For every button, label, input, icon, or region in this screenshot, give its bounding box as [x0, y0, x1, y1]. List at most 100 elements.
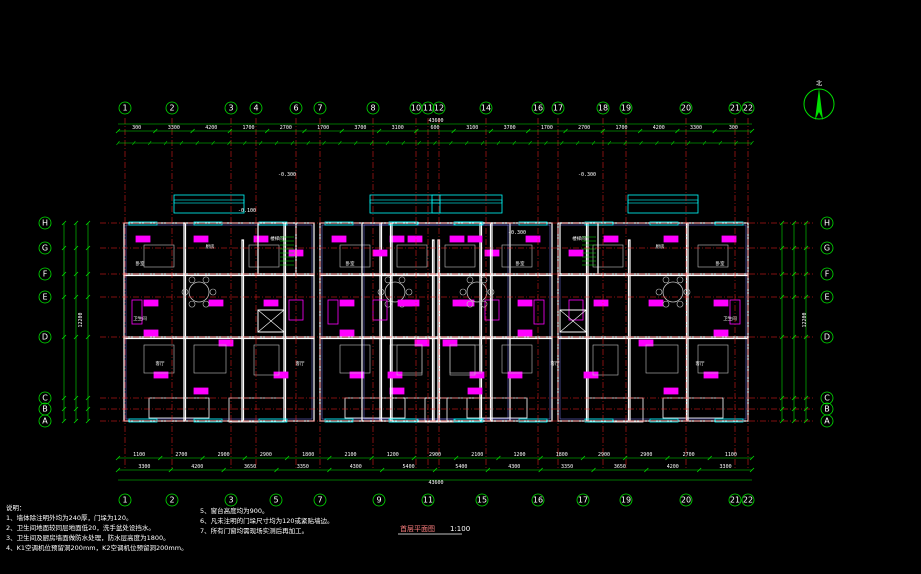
axis-label-right: E [824, 293, 829, 302]
dim-tick [637, 128, 643, 134]
dim-tick [227, 140, 231, 146]
dim-tick [327, 455, 332, 461]
axis-bubble [820, 241, 834, 255]
axis-label-bottom: 3 [228, 496, 233, 505]
note-right-3: 7、所有门窗均需现场实测后再加工。 [200, 526, 308, 535]
axis-bubble [679, 493, 693, 507]
axis-label-bottom: 2 [169, 496, 174, 505]
balcony-top [173, 194, 245, 214]
dim-value: 3300 [690, 125, 702, 131]
dim-tick [525, 128, 531, 134]
dim-value: 4200 [653, 125, 665, 131]
dining-chair [480, 276, 488, 284]
dim-tick [85, 395, 91, 401]
plan-scale: 1:100 [450, 525, 470, 533]
dim-value: 1100 [725, 452, 737, 458]
room-label-kitchen: 厨房 [656, 243, 665, 250]
axis-label-top: 20 [681, 104, 691, 113]
dim-value: 2700 [280, 125, 292, 131]
axis-bubble [679, 101, 693, 115]
furniture [339, 344, 371, 374]
dim-value: 3650 [614, 464, 626, 470]
dim-tick [200, 455, 205, 461]
dim-tick [306, 140, 310, 146]
dim-value: 2900 [260, 452, 272, 458]
dim-value: 2100 [344, 452, 356, 458]
dim-tick [115, 128, 121, 134]
axis-bubble [820, 290, 834, 304]
axis-label-top: 2 [169, 104, 174, 113]
furniture [193, 344, 227, 374]
dim-tick [322, 140, 326, 146]
partition-wall [489, 222, 493, 422]
dim-tick [791, 220, 797, 226]
dim-tick [451, 128, 456, 134]
axis-label-left: E [42, 293, 47, 302]
dining-chair [676, 300, 684, 308]
door [713, 299, 729, 307]
axis-label-left: G [42, 244, 48, 253]
dim-value: 3300 [720, 464, 732, 470]
dining-chair [188, 300, 196, 308]
door [263, 299, 279, 307]
dim-tick [779, 334, 785, 340]
axis-bubble [313, 493, 327, 507]
axis-label-right: F [825, 270, 830, 279]
dim-tick [85, 406, 91, 412]
dim-tick [702, 140, 707, 146]
axis-label-top: 12 [434, 104, 444, 113]
furniture [645, 344, 679, 374]
dining-chair [487, 288, 495, 296]
axis-label-top: 16 [533, 104, 543, 113]
dim-tick [528, 140, 532, 146]
axis-bubble [619, 101, 633, 115]
door [568, 249, 584, 257]
axis-bubble [551, 101, 565, 115]
dim-tick [163, 140, 168, 146]
axis-label-right: D [824, 333, 830, 342]
dining-chair [466, 300, 474, 308]
dim-value: 4200 [205, 125, 217, 131]
axis-bubble [224, 101, 238, 115]
north-label: 北 [816, 80, 822, 88]
dim-tick [73, 220, 79, 226]
stair-core [559, 222, 599, 275]
room-label-living: 客厅 [296, 360, 305, 367]
dim-tick [116, 140, 120, 146]
door [663, 235, 679, 243]
dim-tick [147, 140, 152, 146]
furniture [253, 344, 280, 376]
axis-bubble [118, 493, 132, 507]
dim-tick [227, 128, 233, 134]
dim-tick [274, 467, 279, 473]
dim-tick [453, 455, 459, 461]
dim-tick [791, 395, 797, 401]
axis-bubble [421, 493, 435, 507]
dining-chair [676, 276, 684, 284]
partition-wall [183, 222, 187, 422]
note-left-4: 4、K1空调机位预留洞200mm，K2空调机位预留洞200mm。 [6, 543, 188, 552]
window [324, 418, 354, 423]
wet-fixture [533, 299, 545, 325]
furniture [697, 244, 729, 268]
axis-bubble [38, 216, 52, 230]
dining-chair [662, 276, 670, 284]
axis-label-left: C [42, 394, 48, 403]
dim-tick [655, 140, 659, 146]
dim-tick [607, 140, 612, 146]
dim-tick [338, 140, 342, 146]
axis-label-top: 21 [730, 104, 740, 113]
bottom-total-dim: 43600 [428, 480, 443, 486]
dim-tick [284, 455, 290, 461]
dim-tick [707, 455, 713, 461]
axis-label-bottom: 16 [533, 496, 543, 505]
dim-value: 1800 [302, 452, 314, 458]
axis-label-left: B [42, 405, 48, 414]
axis-bubble [224, 493, 238, 507]
furniture [396, 244, 428, 268]
level-marks: -0.300 -0.300 -0.100 -0.300 [238, 172, 596, 236]
balcony-top [431, 194, 503, 214]
axis-label-bottom: 20 [681, 496, 691, 505]
door [449, 235, 465, 243]
